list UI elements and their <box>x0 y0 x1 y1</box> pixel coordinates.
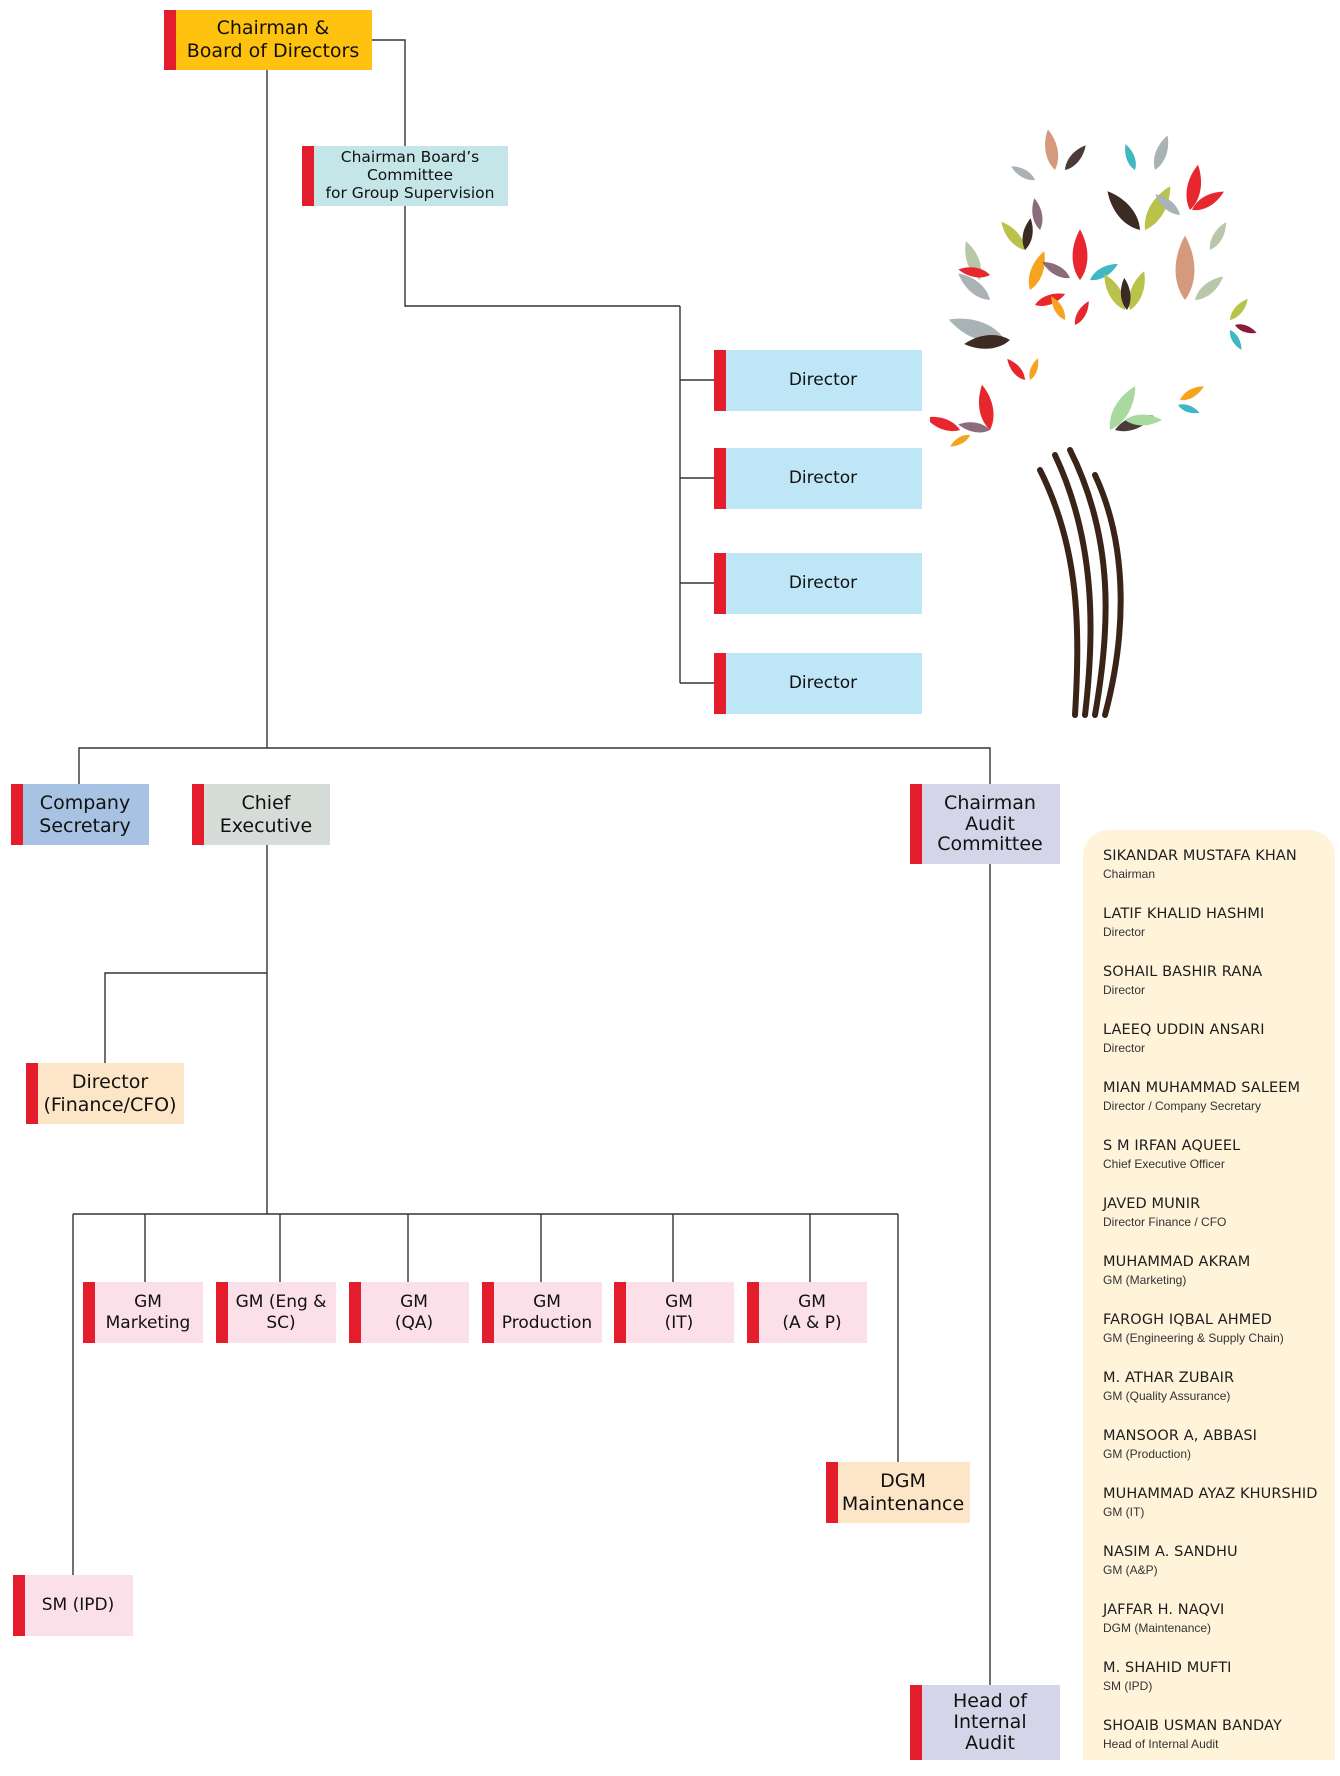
node-label: Head of Internal Audit <box>952 1690 1028 1754</box>
node-label: GM Marketing <box>105 1292 191 1333</box>
person-role: SM (IPD) <box>1103 1679 1153 1693</box>
gm-ap-node: GM (A & P) <box>747 1282 867 1343</box>
director-node-3: Director <box>714 553 922 614</box>
gm-qa-node: GM (QA) <box>349 1282 469 1343</box>
person-name: SOHAIL BASHIR RANA <box>1103 964 1263 980</box>
person-entry: M. SHAHID MUFTI SM (IPD) <box>1103 1660 1335 1718</box>
person-role: GM (Marketing) <box>1103 1273 1187 1287</box>
gm-marketing-node: GM Marketing <box>83 1282 203 1343</box>
director-node-2: Director <box>714 448 922 509</box>
person-role: Director <box>1103 983 1146 997</box>
node-label: GM (IT) <box>664 1292 694 1333</box>
company-secretary-node: Company Secretary <box>11 784 149 845</box>
node-label: Director <box>788 468 858 489</box>
person-entry: MANSOOR A, ABBASI GM (Production) <box>1103 1428 1335 1486</box>
chief-executive-node: Chief Executive <box>192 784 330 845</box>
person-name: MANSOOR A, ABBASI <box>1103 1428 1258 1444</box>
person-entry: FAROGH IQBAL AHMED GM (Engineering & Supp… <box>1103 1312 1335 1370</box>
people-list-panel: SIKANDAR MUSTAFA KHAN Chairman LATIF KHAL… <box>1083 830 1335 1760</box>
person-entry: NASIM A. SANDHU GM (A&P) <box>1103 1544 1335 1602</box>
person-name: JAVED MUNIR <box>1103 1196 1201 1212</box>
person-name: SHOAIB USMAN BANDAY <box>1103 1718 1282 1734</box>
node-label: Chief Executive <box>219 791 313 837</box>
node-label: Chairman Board’s Committee for Group Sup… <box>325 148 495 202</box>
person-role: Chief Executive Officer <box>1103 1157 1225 1171</box>
person-role: Director / Company Secretary <box>1103 1099 1262 1113</box>
person-name: NASIM A. SANDHU <box>1103 1544 1238 1560</box>
person-name: LAEEQ UDDIN ANSARI <box>1103 1022 1265 1038</box>
person-entry: M. ATHAR ZUBAIR GM (Quality Assurance) <box>1103 1370 1335 1428</box>
node-label: SM (IPD) <box>41 1595 115 1616</box>
person-entry: SHOAIB USMAN BANDAY Head of Internal Audi… <box>1103 1718 1335 1776</box>
person-entry: S M IRFAN AQUEEL Chief Executive Officer <box>1103 1138 1335 1196</box>
node-label: Chairman Audit Committee <box>937 791 1043 856</box>
person-name: MUHAMMAD AKRAM <box>1103 1254 1251 1270</box>
person-entry: JAVED MUNIR Director Finance / CFO <box>1103 1196 1335 1254</box>
dgm-maintenance-node: DGM Maintenance <box>826 1462 970 1523</box>
person-role: Director <box>1103 925 1146 939</box>
node-label: Director <box>788 673 858 694</box>
person-entry: JAFFAR H. NAQVI DGM (Maintenance) <box>1103 1602 1335 1660</box>
person-name: MUHAMMAD AYAZ KHURSHID <box>1103 1486 1318 1502</box>
director-finance-node: Director (Finance/CFO) <box>26 1063 184 1124</box>
person-name: M. SHAHID MUFTI <box>1103 1660 1232 1676</box>
group-supervision-node: Chairman Board’s Committee for Group Sup… <box>302 146 508 206</box>
person-entry: LATIF KHALID HASHMI Director <box>1103 906 1335 964</box>
person-name: FAROGH IQBAL AHMED <box>1103 1312 1272 1328</box>
person-role: DGM (Maintenance) <box>1103 1621 1212 1635</box>
chairman-board-node: Chairman & Board of Directors <box>164 10 372 70</box>
node-label: GM (A & P) <box>782 1292 842 1333</box>
person-role: GM (A&P) <box>1103 1563 1158 1577</box>
node-label: GM Production <box>501 1292 593 1333</box>
node-label: GM (QA) <box>394 1292 434 1333</box>
person-role: Director Finance / CFO <box>1103 1215 1227 1229</box>
head-internal-audit-node: Head of Internal Audit <box>910 1685 1060 1760</box>
node-label: Company Secretary <box>39 791 131 837</box>
sm-ipd-node: SM (IPD) <box>13 1575 133 1636</box>
node-label: Director <box>788 370 858 391</box>
person-entry: MUHAMMAD AKRAM GM (Marketing) <box>1103 1254 1335 1312</box>
person-entry: MUHAMMAD AYAZ KHURSHID GM (IT) <box>1103 1486 1335 1544</box>
node-label: Chairman & Board of Directors <box>186 17 360 62</box>
person-role: Head of Internal Audit <box>1103 1737 1219 1751</box>
tree-illustration <box>930 130 1258 718</box>
person-role: Director <box>1103 1041 1146 1055</box>
person-name: M. ATHAR ZUBAIR <box>1103 1370 1235 1386</box>
person-role: GM (Production) <box>1103 1447 1192 1461</box>
person-entry: SOHAIL BASHIR RANA Director <box>1103 964 1335 1022</box>
director-node-1: Director <box>714 350 922 411</box>
gm-it-node: GM (IT) <box>614 1282 734 1343</box>
node-label: DGM Maintenance <box>841 1469 965 1515</box>
node-label: GM (Eng & SC) <box>235 1292 327 1333</box>
person-role: Chairman <box>1103 867 1156 881</box>
node-label: Director <box>788 573 858 594</box>
node-label: Director (Finance/CFO) <box>43 1070 177 1116</box>
person-name: JAFFAR H. NAQVI <box>1103 1602 1225 1618</box>
person-role: GM (IT) <box>1103 1505 1145 1519</box>
gm-production-node: GM Production <box>482 1282 602 1343</box>
director-node-4: Director <box>714 653 922 714</box>
gm-eng-sc-node: GM (Eng & SC) <box>216 1282 336 1343</box>
person-entry: SIKANDAR MUSTAFA KHAN Chairman <box>1103 848 1335 906</box>
chairman-audit-node: Chairman Audit Committee <box>910 784 1060 864</box>
person-name: MIAN MUHAMMAD SALEEM <box>1103 1080 1301 1096</box>
person-name: SIKANDAR MUSTAFA KHAN <box>1103 848 1297 864</box>
person-entry: LAEEQ UDDIN ANSARI Director <box>1103 1022 1335 1080</box>
person-role: GM (Quality Assurance) <box>1103 1389 1231 1403</box>
person-role: GM (Engineering & Supply Chain) <box>1103 1331 1284 1345</box>
person-entry: MIAN MUHAMMAD SALEEM Director / Company S… <box>1103 1080 1335 1138</box>
person-name: S M IRFAN AQUEEL <box>1103 1138 1241 1154</box>
person-name: LATIF KHALID HASHMI <box>1103 906 1265 922</box>
